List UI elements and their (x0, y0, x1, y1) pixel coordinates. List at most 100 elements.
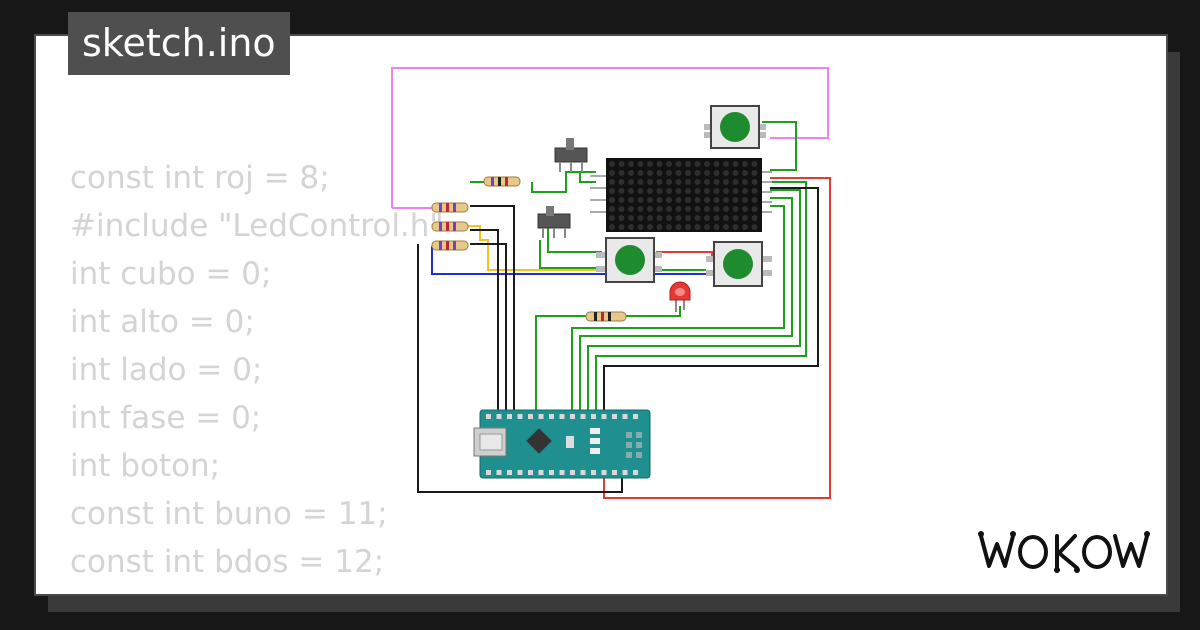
matrix-dot (694, 170, 701, 176)
matrix-dot (666, 161, 672, 167)
matrix-dot (609, 197, 615, 203)
matrix-dot (637, 161, 644, 167)
header-pin (496, 470, 502, 475)
matrix-dot (704, 170, 710, 176)
matrix-dot (628, 170, 634, 176)
header-pin (633, 470, 638, 475)
matrix-dot (685, 179, 691, 185)
header-pin (612, 470, 617, 475)
header-pin (559, 414, 565, 419)
code-line: const int roj = 8; (70, 160, 330, 196)
matrix-dot (609, 188, 615, 194)
slide-switch-icon (554, 138, 588, 172)
matrix-dot (742, 161, 748, 167)
matrix-dot (751, 224, 758, 230)
matrix-dot (628, 188, 634, 194)
header-pin (591, 470, 596, 475)
header-pin (538, 414, 544, 419)
matrix-dot (618, 179, 625, 185)
header-pin (549, 470, 554, 475)
matrix-dot (628, 197, 634, 203)
matrix-dot (723, 215, 729, 221)
matrix-dot (694, 161, 701, 167)
matrix-dot (656, 197, 663, 203)
matrix-dot (723, 206, 729, 212)
matrix-dot (656, 179, 663, 185)
matrix-dot (618, 170, 625, 176)
matrix-dot (742, 179, 748, 185)
code-line: int lado = 0; (70, 352, 263, 388)
matrix-dot (732, 170, 739, 176)
matrix-dot (742, 215, 748, 221)
matrix-dot (609, 161, 615, 167)
matrix-dot (713, 197, 720, 203)
code-preview: const int roj = 8; #include "LedControl.… (70, 154, 444, 594)
matrix-dot (609, 224, 615, 230)
matrix-dot (694, 197, 701, 203)
matrix-dot (618, 215, 625, 221)
matrix-dot (609, 170, 615, 176)
matrix-dot (647, 206, 653, 212)
matrix-dot (618, 224, 625, 230)
matrix-dot (609, 179, 615, 185)
matrix-dot (704, 215, 710, 221)
resistor-icon (431, 202, 469, 213)
matrix-dot (675, 197, 682, 203)
matrix-dot (732, 206, 739, 212)
header-pin (538, 470, 544, 475)
matrix-dot (713, 206, 720, 212)
code-line: int boton; (70, 448, 221, 484)
matrix-dot (732, 188, 739, 194)
header-pin (622, 414, 628, 419)
matrix-dot (732, 179, 739, 185)
header-pin (528, 470, 533, 475)
led-icon (669, 281, 691, 312)
matrix-dot (675, 206, 682, 212)
matrix-dot (647, 161, 653, 167)
header-pin (612, 414, 617, 419)
matrix-dot (628, 224, 634, 230)
matrix-dot (732, 161, 739, 167)
code-line: int fase = 0; (70, 400, 262, 436)
matrix-dot (675, 188, 682, 194)
matrix-dot (685, 170, 691, 176)
code-line: const int btres = 13; (70, 586, 444, 594)
wire-yellow (468, 225, 606, 271)
matrix-dot (666, 215, 672, 221)
matrix-dot (618, 188, 625, 194)
matrix-dot (666, 206, 672, 212)
matrix-dot (647, 197, 653, 203)
matrix-dot (742, 170, 748, 176)
resistor-icon (483, 176, 521, 187)
code-line: const int bdos = 12; (70, 544, 385, 580)
matrix-dot (694, 215, 701, 221)
matrix-dot (723, 179, 729, 185)
resistor-icon (431, 240, 469, 251)
header-pin (496, 414, 502, 419)
matrix-dot (647, 179, 653, 185)
led-matrix (590, 158, 772, 232)
arduino-nano-board (473, 409, 651, 479)
matrix-dot (685, 161, 691, 167)
matrix-dot (704, 188, 710, 194)
header-pin (601, 470, 607, 475)
matrix-dot (713, 188, 720, 194)
matrix-dot (704, 197, 710, 203)
matrix-dot (704, 206, 710, 212)
matrix-dot (656, 224, 663, 230)
matrix-dot (685, 224, 691, 230)
matrix-dot (618, 197, 625, 203)
matrix-dot (742, 206, 748, 212)
matrix-dot (637, 224, 644, 230)
matrix-dot (713, 224, 720, 230)
code-line: #include "LedControl.h" (70, 208, 444, 244)
matrix-dot (656, 170, 663, 176)
header-pin (601, 414, 607, 419)
header-pin (591, 414, 596, 419)
matrix-dot (637, 197, 644, 203)
matrix-dot (742, 188, 748, 194)
matrix-dot (675, 170, 682, 176)
matrix-dot (694, 179, 701, 185)
matrix-dot (628, 215, 634, 221)
